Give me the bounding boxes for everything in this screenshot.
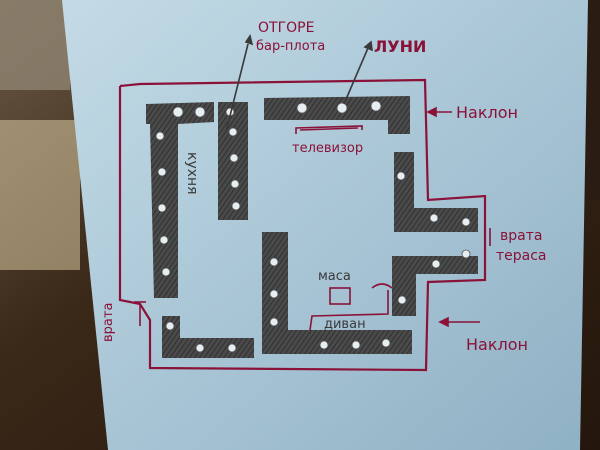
hole — [157, 203, 167, 213]
hole — [269, 317, 279, 327]
hole — [396, 171, 406, 181]
pointer-lines — [225, 34, 373, 133]
label-gate-right-2: тераса — [496, 248, 547, 264]
hole — [228, 127, 238, 137]
hole — [194, 106, 206, 118]
label-kitchen: кухня — [184, 152, 200, 195]
hole — [269, 289, 279, 299]
tv-inner — [299, 127, 359, 131]
label-gate-right-1: врата — [500, 228, 542, 244]
wall-east-lower — [392, 256, 478, 316]
hole — [165, 321, 175, 331]
pointer-luni — [343, 47, 369, 105]
hole — [195, 343, 205, 353]
hole — [370, 100, 382, 112]
hole — [227, 343, 237, 353]
pointer-luni-head — [363, 40, 373, 52]
hole — [159, 235, 169, 245]
label-table: маса — [318, 269, 351, 284]
hole — [397, 295, 407, 305]
hole — [381, 338, 391, 348]
wall-holes — [155, 100, 471, 353]
hole — [336, 102, 348, 114]
background-window — [0, 0, 70, 90]
hole — [229, 153, 239, 163]
label-tv: телевизор — [292, 141, 363, 156]
hole — [461, 217, 471, 227]
label-luni: ЛУНИ — [374, 37, 426, 56]
slope-top-arrow-head — [426, 106, 437, 118]
label-gate-left: врата — [101, 303, 116, 342]
hole — [431, 259, 441, 269]
slope-bottom-arrow-head — [438, 316, 449, 328]
slope-arrows — [134, 106, 491, 328]
table-outline — [329, 287, 351, 305]
wall-kitchen-outer — [146, 102, 214, 298]
furniture — [295, 125, 393, 331]
hole — [172, 106, 184, 118]
label-sofa: диван — [324, 317, 366, 332]
hole — [461, 249, 471, 259]
armchair-outline — [371, 283, 393, 289]
hole — [155, 131, 165, 141]
label-top-left-2: бар-плота — [256, 39, 325, 54]
wall-south — [262, 232, 412, 354]
sofa-outline — [309, 290, 389, 331]
pointer-bar-plota-head — [244, 34, 254, 46]
pointer-bar-plota — [225, 43, 249, 133]
label-top-left-1: ОТГОРЕ — [258, 20, 314, 36]
label-slope-top: Наклон — [456, 103, 518, 122]
hole — [296, 102, 308, 114]
hole — [429, 213, 439, 223]
wall-east-upper — [394, 152, 478, 232]
hole — [161, 267, 171, 277]
hole — [319, 340, 329, 350]
hole — [157, 167, 167, 177]
label-slope-bottom: Наклон — [466, 335, 528, 354]
tv-outline — [295, 125, 363, 134]
hole — [351, 340, 361, 350]
hole — [231, 201, 241, 211]
hole — [230, 179, 240, 189]
background-cushion — [0, 120, 80, 270]
hole — [269, 257, 279, 267]
paper-sheet — [62, 0, 588, 450]
